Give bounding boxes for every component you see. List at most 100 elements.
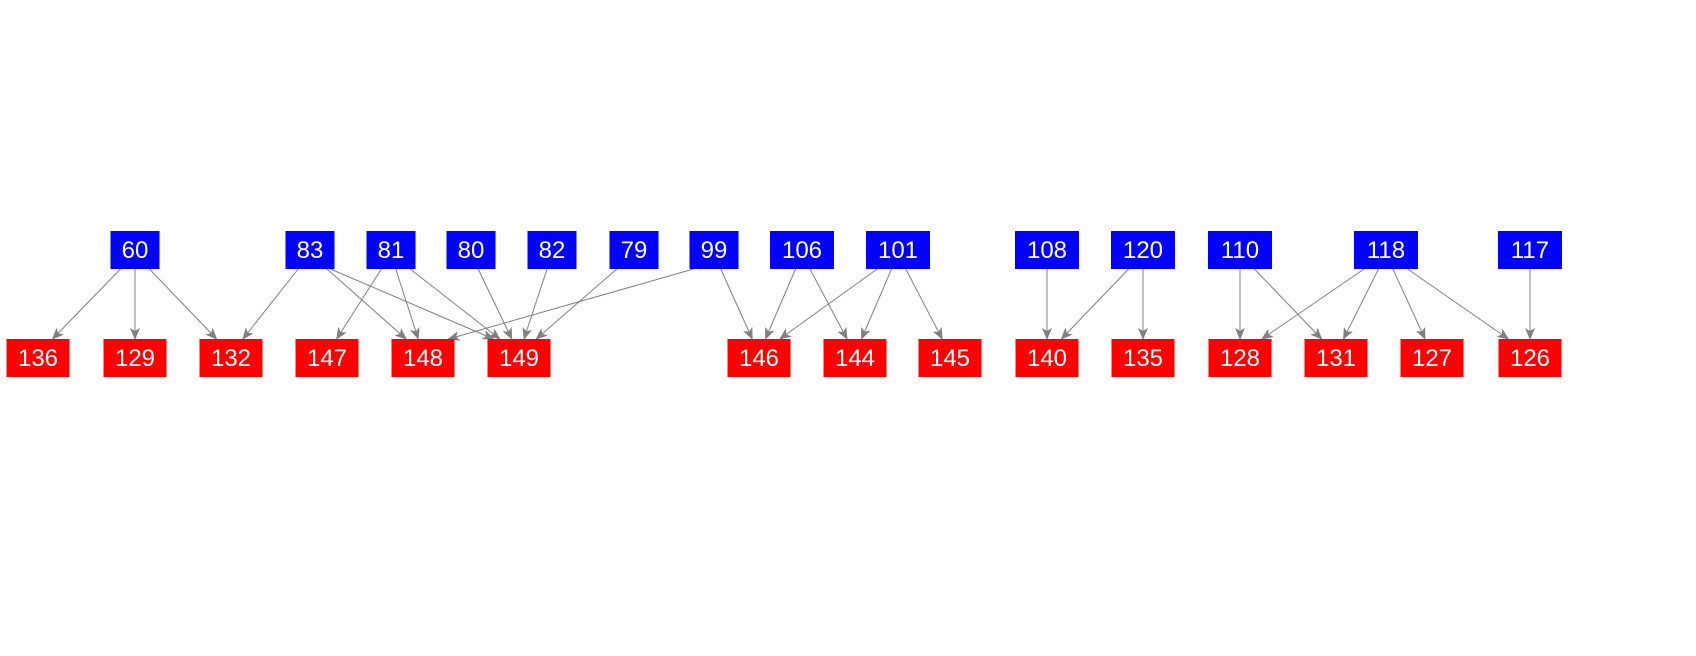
target-node-label: 140: [1027, 345, 1067, 372]
edge-101-144: [860, 268, 893, 340]
source-node-box: [1354, 231, 1418, 269]
source-node-79[interactable]: 79: [609, 231, 659, 269]
target-node-box: [727, 339, 791, 377]
edge-106-146: [764, 268, 797, 340]
source-node-label: 81: [378, 237, 405, 264]
target-node-label: 129: [115, 345, 155, 372]
source-node-box: [285, 231, 335, 269]
source-node-label: 99: [701, 237, 728, 264]
edge-79-149: [535, 268, 618, 340]
target-node-label: 135: [1123, 345, 1163, 372]
target-node-label: 126: [1510, 345, 1550, 372]
target-node-box: [918, 339, 982, 377]
target-node-box: [103, 339, 167, 377]
source-node-label: 60: [122, 237, 149, 264]
edge-101-146: [779, 268, 878, 340]
source-node-82[interactable]: 82: [527, 231, 577, 269]
edge-81-149: [409, 268, 501, 340]
target-node-box: [199, 339, 263, 377]
target-node-140[interactable]: 140: [1015, 339, 1079, 377]
target-node-131[interactable]: 131: [1304, 339, 1368, 377]
target-node-label: 128: [1220, 345, 1260, 372]
edge-60-136: [51, 268, 121, 340]
source-node-label: 83: [297, 237, 324, 264]
edge-99-146: [720, 268, 753, 340]
edge-118-128: [1261, 268, 1365, 340]
edge-120-140: [1060, 268, 1129, 340]
source-node-box: [609, 231, 659, 269]
source-node-60[interactable]: 60: [110, 231, 160, 269]
source-node-label: 120: [1123, 237, 1163, 264]
edge-118-126: [1407, 268, 1510, 340]
edge-80-149: [477, 268, 513, 340]
target-node-label: 144: [835, 345, 875, 372]
edge-101-145: [905, 268, 943, 340]
target-node-148[interactable]: 148: [391, 339, 455, 377]
edge-118-131: [1343, 268, 1379, 340]
source-node-80[interactable]: 80: [446, 231, 496, 269]
target-node-149[interactable]: 149: [487, 339, 551, 377]
source-node-118[interactable]: 118: [1354, 231, 1418, 269]
source-node-box: [446, 231, 496, 269]
source-node-83[interactable]: 83: [285, 231, 335, 269]
target-node-label: 149: [499, 345, 539, 372]
source-node-106[interactable]: 106: [770, 231, 834, 269]
source-node-box: [1208, 231, 1272, 269]
target-node-129[interactable]: 129: [103, 339, 167, 377]
target-node-box: [823, 339, 887, 377]
source-node-110[interactable]: 110: [1208, 231, 1272, 269]
target-node-label: 132: [211, 345, 251, 372]
target-node-146[interactable]: 146: [727, 339, 791, 377]
source-node-label: 118: [1367, 237, 1405, 264]
target-node-box: [487, 339, 551, 377]
source-node-label: 108: [1027, 237, 1067, 264]
source-node-101[interactable]: 101: [866, 231, 930, 269]
source-node-label: 117: [1511, 237, 1549, 264]
source-node-label: 80: [458, 237, 485, 264]
source-node-box: [770, 231, 834, 269]
target-node-box: [6, 339, 70, 377]
target-node-126[interactable]: 126: [1498, 339, 1562, 377]
source-node-117[interactable]: 117: [1498, 231, 1562, 269]
target-node-147[interactable]: 147: [295, 339, 359, 377]
target-node-132[interactable]: 132: [199, 339, 263, 377]
target-node-box: [1400, 339, 1464, 377]
source-node-box: [527, 231, 577, 269]
target-node-144[interactable]: 144: [823, 339, 887, 377]
target-node-135[interactable]: 135: [1111, 339, 1175, 377]
edge-60-132: [149, 268, 218, 340]
target-node-label: 146: [739, 345, 779, 372]
edge-110-131: [1254, 268, 1323, 340]
source-node-120[interactable]: 120: [1111, 231, 1175, 269]
source-node-box: [1111, 231, 1175, 269]
source-node-label: 106: [782, 237, 822, 264]
target-node-145[interactable]: 145: [918, 339, 982, 377]
source-node-99[interactable]: 99: [689, 231, 739, 269]
target-node-127[interactable]: 127: [1400, 339, 1464, 377]
target-node-128[interactable]: 128: [1208, 339, 1272, 377]
target-node-box: [1498, 339, 1562, 377]
edge-99-148: [447, 268, 694, 341]
source-node-box: [866, 231, 930, 269]
edge-83-132: [242, 268, 299, 340]
target-node-box: [391, 339, 455, 377]
source-node-box: [1498, 231, 1562, 269]
edge-118-127: [1392, 268, 1426, 340]
target-node-136[interactable]: 136: [6, 339, 70, 377]
source-node-box: [1015, 231, 1079, 269]
source-node-label: 79: [621, 237, 648, 264]
target-node-box: [1015, 339, 1079, 377]
target-node-box: [295, 339, 359, 377]
source-node-81[interactable]: 81: [366, 231, 416, 269]
edge-81-147: [336, 268, 382, 340]
target-node-box: [1304, 339, 1368, 377]
source-node-label: 82: [539, 237, 566, 264]
edge-81-148: [395, 268, 420, 340]
source-node-108[interactable]: 108: [1015, 231, 1079, 269]
source-node-label: 101: [878, 237, 918, 264]
target-node-label: 127: [1412, 345, 1452, 372]
target-node-label: 136: [18, 345, 58, 372]
source-node-box: [689, 231, 739, 269]
target-node-box: [1208, 339, 1272, 377]
